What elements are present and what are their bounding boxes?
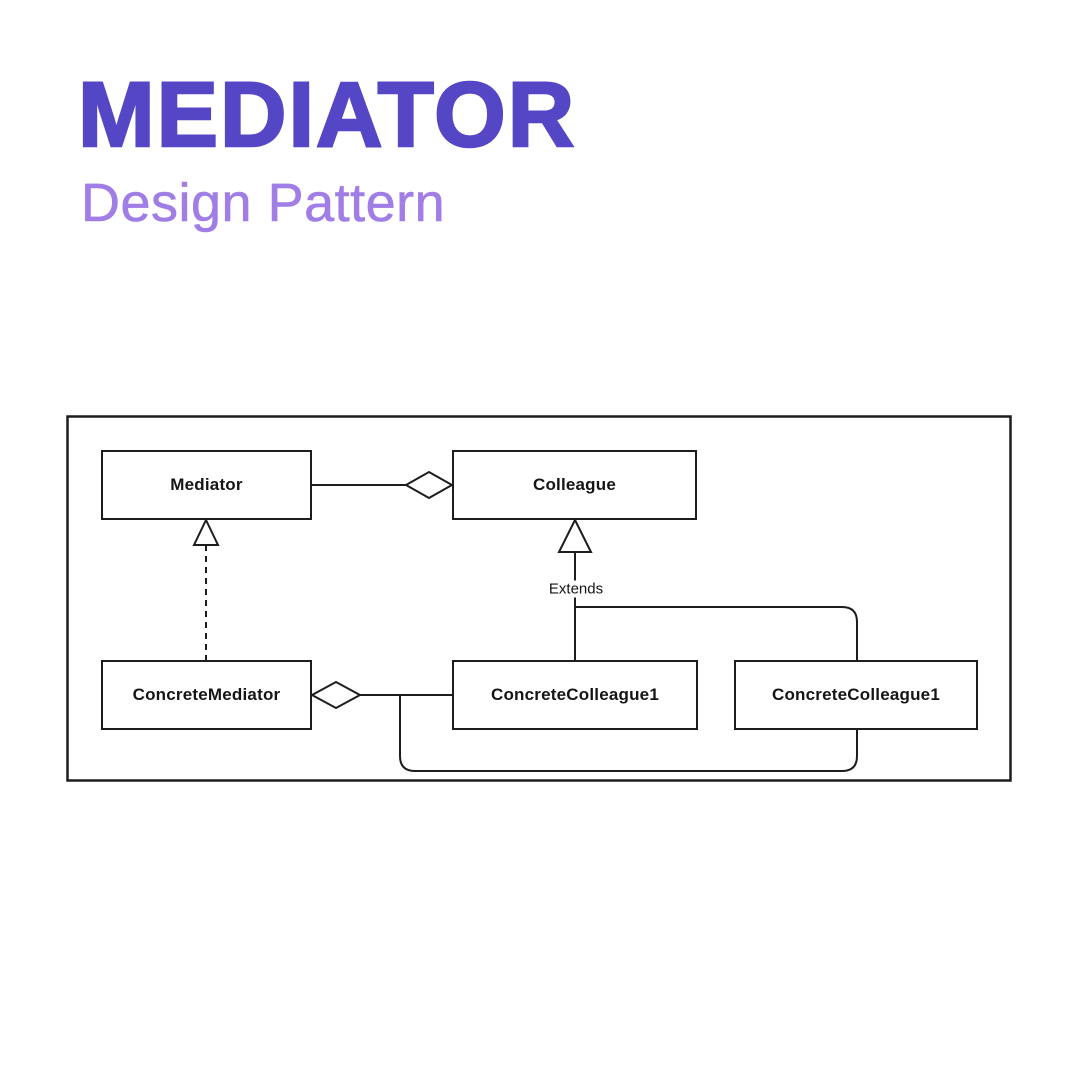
class-box-label: ConcreteColleague1 <box>772 685 940 704</box>
class-box-label: ConcreteColleague1 <box>491 685 659 704</box>
class-box-colleague: Colleague <box>452 450 697 520</box>
extends-edge-label: Extends <box>544 580 608 598</box>
class-box-label: Colleague <box>532 475 617 494</box>
aggregation-diamond-icon-bottom <box>309 680 363 710</box>
poster-title: MEDIATOR <box>77 64 577 166</box>
association-branch-line-bottom <box>399 695 858 772</box>
diagram-border <box>66 415 1012 782</box>
uml-diagram: Mediator Colleague ConcreteMediator Conc… <box>66 415 1012 782</box>
inheritance-triangle-icon-mediator <box>192 517 220 546</box>
inheritance-triangle-icon-colleague <box>557 517 593 553</box>
class-box-concrete-colleague-2: ConcreteColleague1 <box>734 660 978 730</box>
uml-connectors-layer <box>66 415 1012 782</box>
poster-subtitle: Design Pattern <box>81 173 446 233</box>
class-box-concrete-colleague-1: ConcreteColleague1 <box>452 660 698 730</box>
aggregation-diamond-icon-top <box>403 470 455 500</box>
class-box-label: Mediator <box>170 475 243 494</box>
extends-branch-line-right <box>575 606 858 660</box>
class-box-label: ConcreteMediator <box>132 685 281 704</box>
class-box-mediator: Mediator <box>101 450 312 520</box>
class-box-concrete-mediator: ConcreteMediator <box>101 660 312 730</box>
